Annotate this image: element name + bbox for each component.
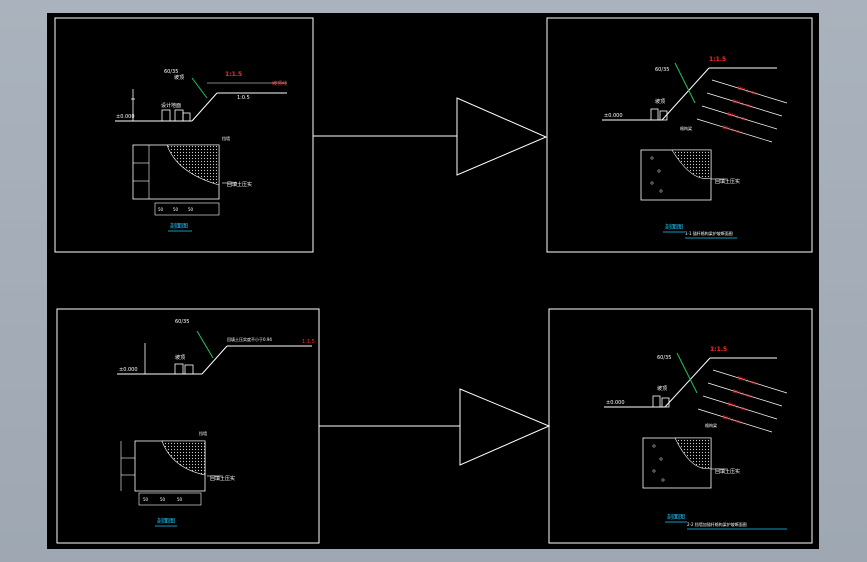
panel-top-right-dims-top-0: 60/35: [655, 67, 669, 73]
panel-top-right[interactable]: 60/35 坡顶 1:1.5 ±0.000 锚杆 L=6m 锚杆 L=6m 锚杆…: [546, 17, 813, 253]
panel-bottom-left-dims-red: 1:1.5: [302, 339, 315, 345]
panel-border: [54, 17, 314, 253]
panel-bottom-right-left-label: ±0.000: [606, 400, 625, 406]
panel-bottom-right-box-tag: 格构梁: [705, 422, 717, 428]
panel-bottom-left-box-note: 回填土压实: [210, 475, 235, 482]
panel-bottom-left-caption: 剖面图: [157, 517, 175, 525]
panel-bottom-left-bottom-dim-2: 50: [177, 497, 183, 502]
panel-bottom-left-dims-top-0: 60/35: [175, 319, 189, 325]
panel-bottom-left-bottom-dim-0: 50: [143, 497, 149, 502]
panel-bottom-right[interactable]: 60/35 坡顶 1:1.5 ±0.000 锚杆 L=6m 锚杆 L=6m 锚杆…: [548, 308, 813, 544]
panel-border: [546, 17, 813, 253]
panel-bottom-right-dims-top-1: 坡顶: [657, 385, 667, 392]
panel-top-right-dims-top-1: 坡顶: [655, 98, 665, 105]
panel-bottom-right-dims-red: 1:1.5: [710, 346, 727, 353]
panel-bottom-right-slope-row-1: 锚杆 L=6m: [732, 387, 754, 399]
panel-top-left[interactable]: 60/35 坡顶 1:1.5 坡顶线 1:0.5 ±0.000 设计地面 回填土…: [54, 17, 314, 253]
panel-top-left-bottom-dim-1: 50: [173, 207, 179, 212]
panel-top-right-slope-row-0: 锚杆 L=6m: [737, 84, 759, 96]
panel-bottom-right-subcaption: 2-2 挡墙加锚杆格构梁护坡断面图: [687, 521, 747, 527]
panel-top-left-dims-top-1: 坡顶: [174, 74, 184, 81]
panel-bottom-right-slope-row-2: 锚杆 L=6m: [727, 400, 749, 412]
panel-top-left-box-tag: 挡墙: [222, 135, 230, 141]
panel-bottom-left-box-tag: 挡墙: [199, 430, 207, 436]
panel-bottom-left-annot: 回填土压实度不小于0.94: [227, 336, 272, 342]
panel-top-left-dims-top-0: 60/35: [164, 69, 178, 75]
panel-top-left-dims-red: 1:1.5: [225, 71, 242, 78]
panel-bottom-left-dims-top-1: 坡顶: [175, 354, 185, 361]
panel-top-left-ground-label: 设计地面: [161, 102, 181, 109]
panel-top-right-slope-row-1: 锚杆 L=6m: [732, 97, 754, 109]
panel-bottom-right-box-note: 回填土压实: [715, 468, 740, 475]
panel-top-left-bottom-dim-2: 50: [188, 207, 194, 212]
panel-top-left-bottom-dim-0: 50: [158, 207, 164, 212]
panel-top-right-caption: 剖面图: [665, 223, 683, 231]
panel-top-right-slope-row-3: 锚杆 L=6m: [722, 123, 744, 135]
panel-bottom-left[interactable]: 60/35 坡顶 回填土压实度不小于0.94 1:1.5 ±0.000 回填土压…: [56, 308, 320, 544]
panel-top-right-box-tag: 格构梁: [680, 125, 692, 131]
panel-top-left-dims-red2: 坡顶线: [272, 80, 287, 87]
panel-bottom-right-slope-row-3: 锚杆 L=6m: [722, 413, 744, 425]
panel-top-right-left-label: ±0.000: [604, 113, 623, 119]
panel-top-left-left-label: ±0.000: [116, 114, 135, 120]
panel-border: [548, 308, 813, 544]
panel-bottom-left-left-label: ±0.000: [119, 367, 138, 373]
panel-top-right-dims-red: 1:1.5: [709, 56, 726, 63]
panel-bottom-left-bottom-dim-1: 50: [160, 497, 166, 502]
drawing-canvas[interactable]: 60/35 坡顶 1:1.5 坡顶线 1:0.5 ±0.000 设计地面 回填土…: [47, 13, 819, 549]
panel-bottom-right-dims-top-0: 60/35: [657, 355, 671, 361]
panel-border: [56, 308, 320, 544]
panel-top-right-subcaption: 1-1 锚杆格构梁护坡断面图: [685, 230, 733, 236]
arrow-bottom: [319, 388, 551, 466]
panel-bottom-right-caption: 剖面图: [667, 513, 685, 521]
panel-top-left-slope-label: 1:0.5: [237, 95, 250, 101]
drawing-svg: 60/35 坡顶 1:1.5 坡顶线 1:0.5 ±0.000 设计地面 回填土…: [54, 17, 813, 544]
panel-top-left-box-note: 回填土压实: [227, 181, 252, 188]
panel-bottom-right-slope-row-0: 锚杆 L=6m: [737, 374, 759, 386]
arrow-top: [313, 97, 548, 176]
panel-top-right-box-note: 回填土压实: [715, 178, 740, 185]
panel-top-left-caption: 剖面图: [170, 222, 188, 230]
panel-top-right-slope-row-2: 锚杆 L=6m: [727, 110, 749, 122]
